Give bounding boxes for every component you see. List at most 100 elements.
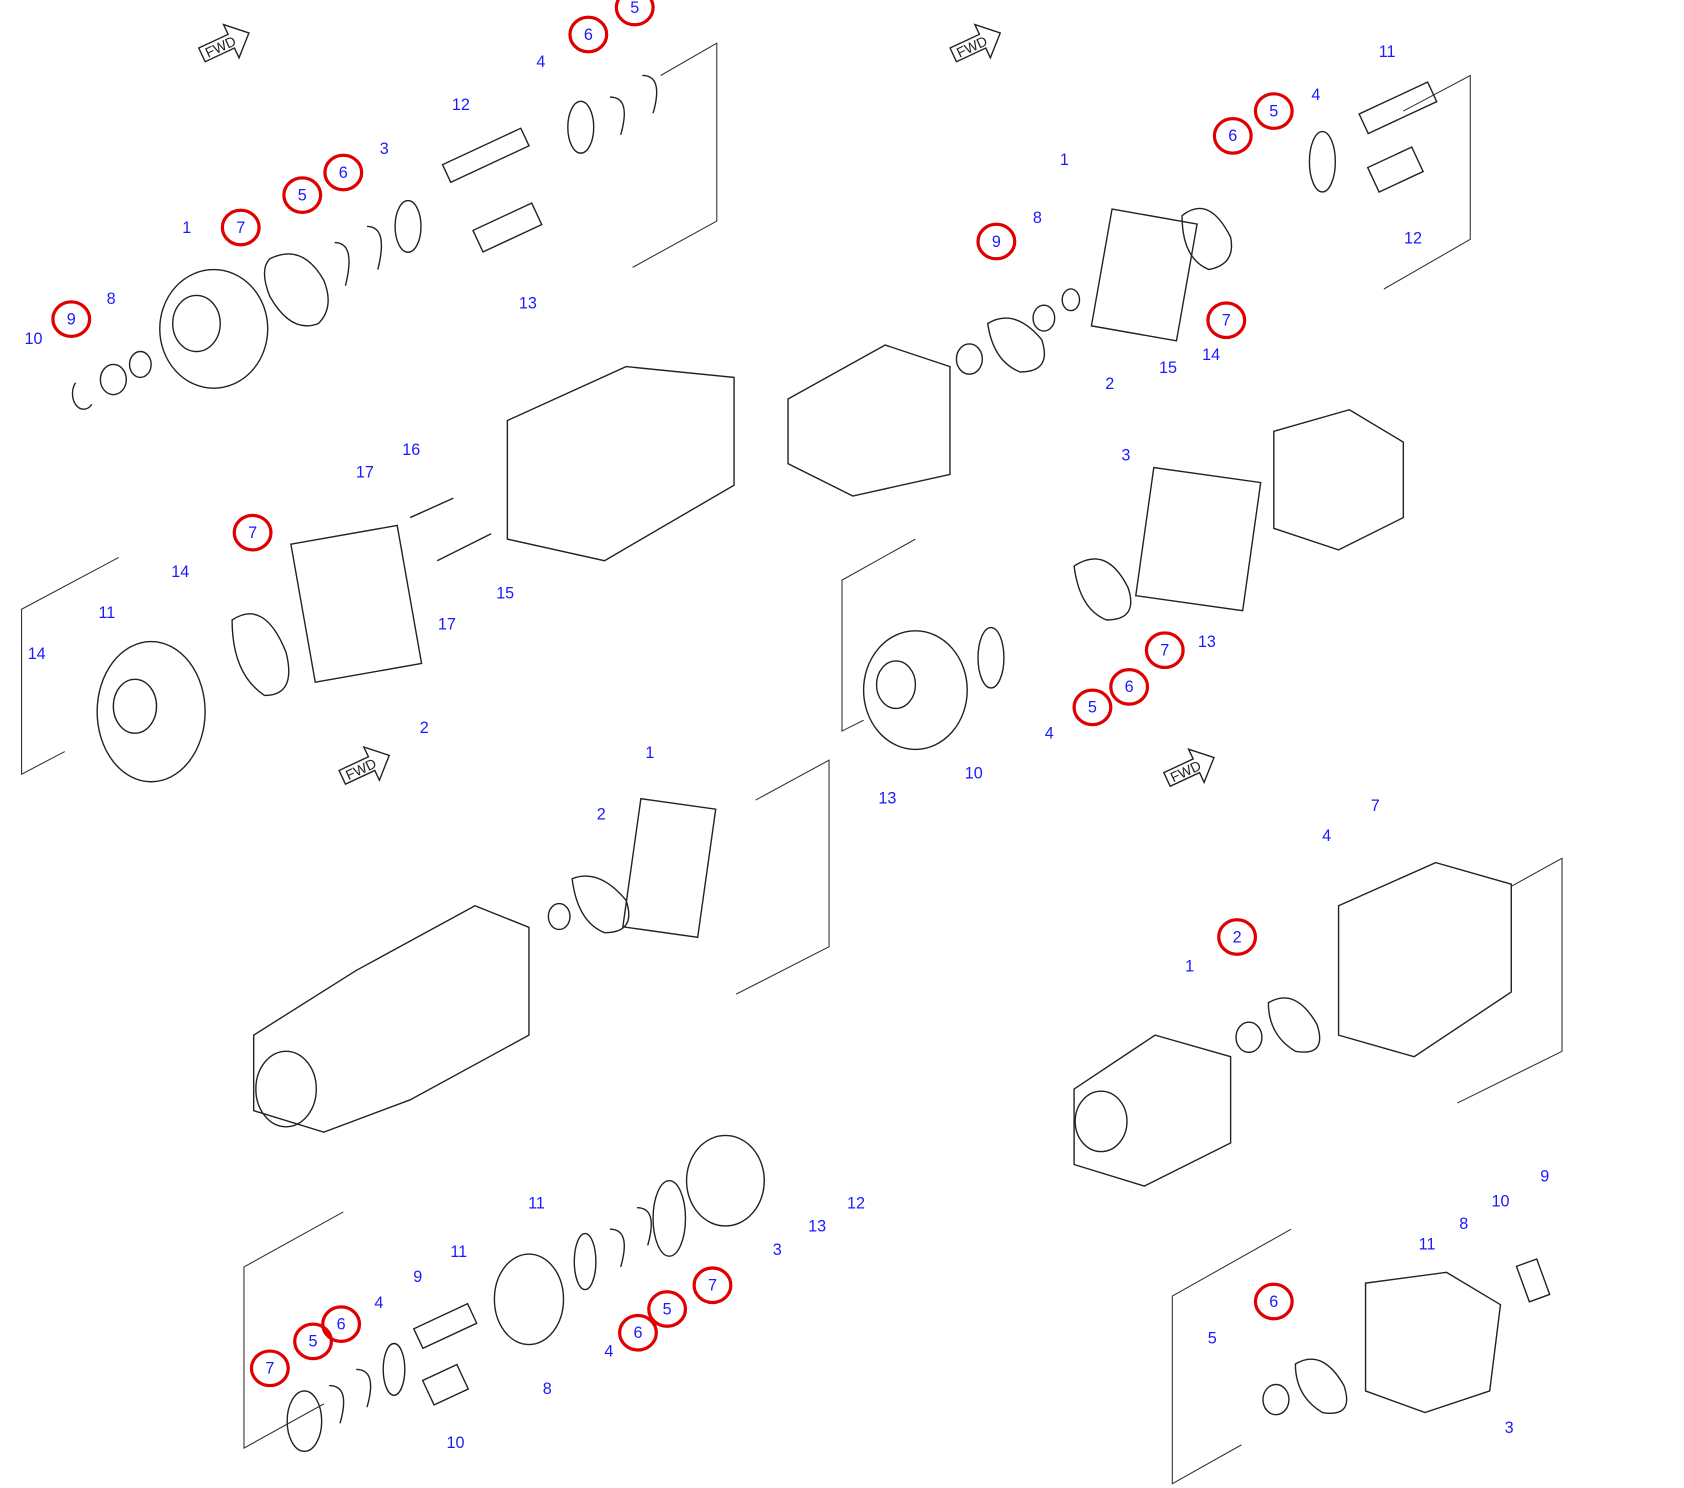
part-number-label: 12 xyxy=(847,1195,865,1213)
part-number-label: 6 xyxy=(1228,127,1237,145)
part-number-label: 11 xyxy=(1379,43,1396,61)
callout-12: 12 xyxy=(1404,230,1422,248)
part-number-label: 9 xyxy=(413,1268,422,1286)
part-number-label: 3 xyxy=(773,1241,782,1259)
part-number-label: 4 xyxy=(374,1294,383,1312)
part-number-label: 7 xyxy=(236,219,245,237)
part-number-label: 10 xyxy=(24,330,42,348)
part-number-label: 5 xyxy=(1208,1329,1217,1347)
part-number-label: 11 xyxy=(1419,1236,1436,1254)
callout-6: 6 xyxy=(1253,1282,1294,1321)
highlight-circle xyxy=(232,513,273,552)
part-number-label: 5 xyxy=(1269,102,1278,120)
part-number-label: 3 xyxy=(1121,446,1130,464)
fwd-arrow-icon: FWD xyxy=(197,23,250,63)
callout-8: 8 xyxy=(543,1380,552,1398)
highlight-circle xyxy=(614,0,655,27)
callout-4: 4 xyxy=(604,1342,613,1360)
part-number-label: 13 xyxy=(1198,633,1216,651)
part-number-label: 8 xyxy=(543,1380,552,1398)
callout-2: 2 xyxy=(1105,375,1114,393)
callout-11: 11 xyxy=(450,1243,467,1261)
callout-15: 15 xyxy=(496,584,514,602)
part-number-label: 6 xyxy=(584,26,593,44)
part-number-label: 6 xyxy=(337,1315,346,1333)
part-number-label: 11 xyxy=(528,1195,545,1213)
callout-7: 7 xyxy=(220,208,261,247)
callout-2: 2 xyxy=(597,805,606,823)
part-number-label: 7 xyxy=(248,524,257,542)
part-number-label: 2 xyxy=(1105,375,1114,393)
callout-7: 7 xyxy=(692,1266,733,1305)
callout-9: 9 xyxy=(413,1268,422,1286)
highlight-circle xyxy=(1253,92,1294,130)
callout-7: 7 xyxy=(232,513,273,552)
part-number-label: 2 xyxy=(420,719,429,737)
callout-11: 11 xyxy=(1379,43,1396,61)
fwd-arrow-icon: FWD xyxy=(949,23,1002,63)
part-number-label: 7 xyxy=(1160,642,1169,660)
highlight-circle xyxy=(1072,688,1113,727)
highlight-circle xyxy=(323,153,364,192)
callout-14: 14 xyxy=(1202,346,1220,364)
highlight-circle xyxy=(321,1305,362,1343)
callout-2: 2 xyxy=(1217,918,1258,956)
part-number-label: 8 xyxy=(107,290,116,308)
highlight-circle xyxy=(1253,1282,1294,1321)
fwd-label: FWD xyxy=(203,33,239,61)
part-number-label: 1 xyxy=(182,219,191,237)
part-number-label: 8 xyxy=(1033,209,1042,227)
highlight-circle xyxy=(51,300,92,339)
callout-17: 17 xyxy=(438,616,456,634)
part-number-label: 4 xyxy=(604,1342,613,1360)
part-number-label: 10 xyxy=(447,1434,465,1452)
part-number-label: 6 xyxy=(1125,678,1134,696)
callout-5: 5 xyxy=(282,176,323,215)
highlight-circle xyxy=(1144,631,1185,670)
part-number-label: 4 xyxy=(1311,86,1320,104)
callout-10: 10 xyxy=(447,1434,465,1452)
callout-5: 5 xyxy=(1072,688,1113,727)
fwd-arrow-icon: FWD xyxy=(1162,747,1215,788)
callout-12: 12 xyxy=(847,1195,865,1213)
highlight-circle xyxy=(249,1349,290,1388)
callout-14: 14 xyxy=(28,645,46,663)
parts xyxy=(71,74,1551,1453)
callout-15: 15 xyxy=(1159,359,1177,377)
callout-1: 1 xyxy=(182,219,191,237)
callout-9: 9 xyxy=(1540,1168,1549,1186)
part-number-label: 14 xyxy=(28,645,46,663)
part-number-label: 3 xyxy=(380,140,389,158)
part-number-label: 13 xyxy=(519,294,537,312)
part-number-label: 8 xyxy=(1459,1215,1468,1233)
part-number-label: 7 xyxy=(1371,797,1380,815)
callout-4: 4 xyxy=(1311,86,1320,104)
callout-6: 6 xyxy=(568,15,609,54)
callout-4: 4 xyxy=(536,53,545,71)
callout-5: 5 xyxy=(614,0,655,27)
fwd-arrows: FWD FWD FWD FWD xyxy=(197,23,1215,788)
callout-1: 1 xyxy=(1060,151,1069,169)
callout-7: 7 xyxy=(1206,301,1247,340)
callout-5: 5 xyxy=(647,1290,688,1328)
callout-6: 6 xyxy=(321,1305,362,1343)
part-number-label: 12 xyxy=(452,96,470,114)
part-number-label: 5 xyxy=(630,0,639,17)
callout-11: 11 xyxy=(98,604,115,622)
callout-13: 13 xyxy=(1198,633,1216,651)
callout-8: 8 xyxy=(1033,209,1042,227)
part-number-label: 2 xyxy=(1233,928,1242,946)
fwd-arrow-icon: FWD xyxy=(338,745,391,786)
callout-11: 11 xyxy=(1419,1236,1436,1254)
callout-1: 1 xyxy=(1185,957,1194,975)
callout-17: 17 xyxy=(356,464,374,482)
part-number-label: 5 xyxy=(663,1300,672,1318)
part-number-label: 14 xyxy=(1202,346,1220,364)
part-number-label: 11 xyxy=(450,1243,467,1261)
callout-9: 9 xyxy=(976,222,1017,261)
part-number-label: 10 xyxy=(965,764,983,782)
callout-13: 13 xyxy=(808,1217,826,1235)
part-number-label: 10 xyxy=(1491,1193,1509,1211)
part-number-label: 1 xyxy=(645,744,654,762)
